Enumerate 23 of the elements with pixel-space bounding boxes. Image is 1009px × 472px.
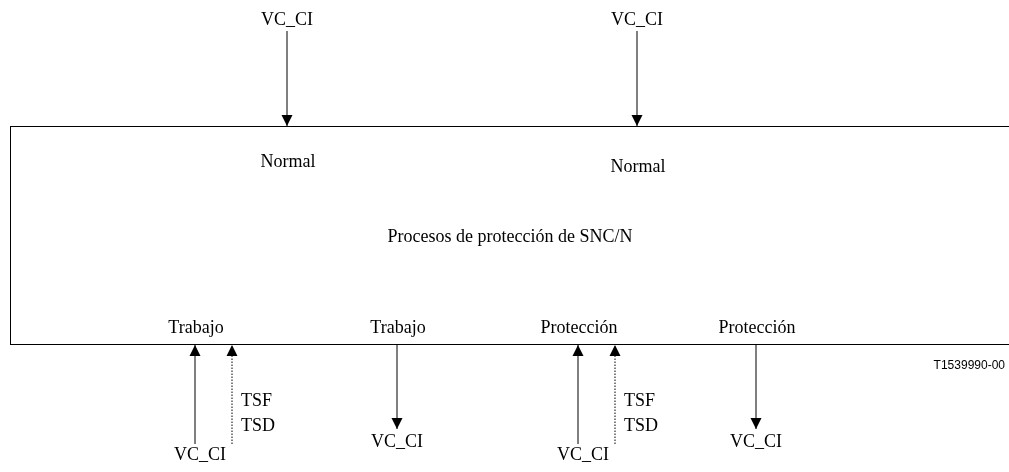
port-label: Normal <box>603 127 673 176</box>
arrow <box>391 344 403 430</box>
block-title: Procesos de protección de SNC/N <box>387 225 633 246</box>
input-label: VC_CI <box>548 444 618 468</box>
input-label: VC_CI <box>607 7 667 31</box>
arrow <box>189 344 201 445</box>
output-label: VC_CI <box>726 429 786 453</box>
arrow <box>631 30 643 127</box>
figure-number: T1539990-00 <box>933 358 1005 372</box>
port-label: Protección <box>529 317 629 346</box>
port-label: Trabajo <box>156 317 236 346</box>
dotted-arrow <box>609 344 621 445</box>
process-block <box>10 126 1009 345</box>
dotted-arrow <box>226 344 238 445</box>
port-label: Protección <box>707 317 807 346</box>
input-label: VC_CI <box>257 7 317 31</box>
arrow <box>750 344 762 430</box>
port-label: Normal <box>253 127 323 171</box>
output-label: VC_CI <box>367 429 427 453</box>
port-label: Trabajo <box>358 317 438 346</box>
arrow <box>281 30 293 127</box>
input-label: VC_CI <box>165 444 235 468</box>
arrow <box>572 344 584 445</box>
